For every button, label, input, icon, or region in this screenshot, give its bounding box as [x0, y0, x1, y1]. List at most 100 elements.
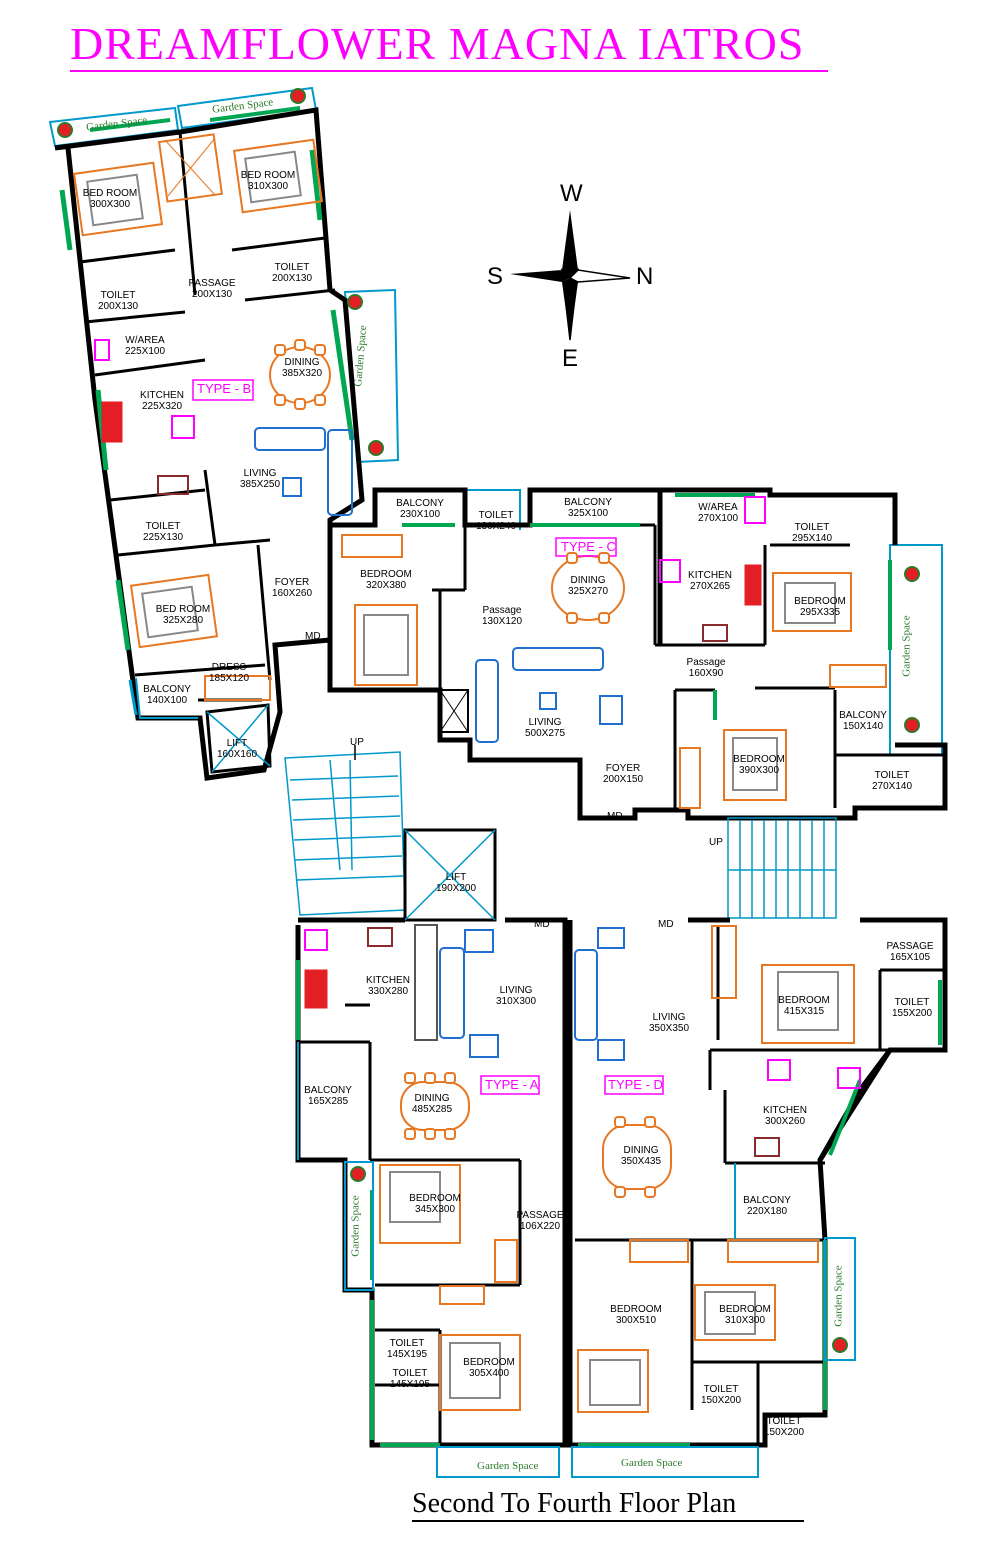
room-size: 160X90 — [688, 668, 724, 679]
room-name: BEDROOM — [360, 569, 412, 580]
room-size: 325X270 — [567, 586, 609, 597]
room-name: FOYER — [274, 577, 310, 588]
room-name: KITCHEN — [688, 570, 732, 581]
room-size: 310X300 — [724, 1315, 766, 1326]
room-name: DRESS — [211, 662, 247, 673]
room-size: 295X140 — [791, 533, 833, 544]
room-name: LIVING — [499, 985, 533, 996]
garden-label-6: Garden Space — [832, 1265, 845, 1327]
up-marker-1: UP — [350, 737, 364, 748]
room-size: 325X100 — [567, 508, 609, 519]
room-size: 345X300 — [414, 1204, 456, 1215]
room-size: 485X285 — [411, 1104, 453, 1115]
room-name: BEDROOM — [463, 1357, 515, 1368]
room-name: BEDROOM — [610, 1304, 662, 1315]
room-name: TOILET — [894, 997, 930, 1008]
room-size: 325X280 — [162, 615, 204, 626]
md-marker-4: MD — [658, 919, 674, 930]
room-size: 220X180 — [746, 1206, 788, 1217]
compass-n: N — [636, 263, 654, 290]
room-name: TOILET — [874, 770, 910, 781]
room-size: 350X435 — [620, 1156, 662, 1167]
room-name: TOILET — [392, 1368, 428, 1379]
room-size: 305X400 — [468, 1368, 510, 1379]
room-name: LIVING — [652, 1012, 686, 1023]
compass-rose — [510, 210, 631, 341]
up-marker-2: UP — [709, 837, 723, 848]
room-size: 150X200 — [763, 1427, 805, 1438]
room-name: PASSAGE — [516, 1210, 564, 1221]
type-b-label: TYPE - B — [197, 381, 252, 396]
type-c-label: TYPE - C — [561, 539, 616, 554]
room-size: 200X130 — [97, 301, 139, 312]
room-size: 150X140 — [842, 721, 884, 732]
room-name: W/AREA — [125, 335, 165, 346]
room-size: 165X105 — [889, 952, 931, 963]
room-name: BALCONY — [839, 710, 887, 721]
room-size: 165X285 — [307, 1096, 349, 1107]
md-marker-1: MD — [305, 631, 321, 642]
room-name: FOYER — [605, 763, 641, 774]
room-name: TOILET — [794, 522, 830, 533]
room-name: PASSAGE — [188, 278, 236, 289]
room-size: 300X300 — [89, 199, 131, 210]
room-size: 150X200 — [700, 1395, 742, 1406]
room-name: BALCONY — [564, 497, 612, 508]
room-name: DINING — [284, 357, 320, 368]
room-size: 415X315 — [783, 1006, 825, 1017]
md-marker-3: MD — [534, 919, 550, 930]
room-name: BEDROOM — [719, 1304, 771, 1315]
room-name: Passage — [686, 657, 726, 668]
room-name: TOILET — [478, 510, 514, 521]
room-name: KITCHEN — [763, 1105, 807, 1116]
room-size: 130X240 — [475, 521, 517, 532]
room-name: BALCONY — [396, 498, 444, 509]
room-name: LIFT — [226, 738, 248, 749]
room-size: 185X120 — [208, 673, 250, 684]
room-size: 190X200 — [435, 883, 477, 894]
room-size: 130X120 — [481, 616, 523, 627]
room-size: 390X300 — [738, 765, 780, 776]
room-size: 160X260 — [271, 588, 313, 599]
room-name: BEDROOM — [733, 754, 785, 765]
room-name: TOILET — [703, 1384, 739, 1395]
room-name: DINING — [623, 1145, 659, 1156]
footer-caption: Second To Fourth Floor Plan — [412, 1488, 737, 1519]
dining-chairs — [274, 339, 656, 1198]
room-name: BEDROOM — [778, 995, 830, 1006]
room-size: 350X350 — [648, 1023, 690, 1034]
title-underline — [70, 70, 828, 72]
room-size: 385X320 — [281, 368, 323, 379]
footer-underline — [412, 1520, 804, 1522]
compass-w: W — [560, 180, 583, 207]
room-name: BALCONY — [743, 1195, 791, 1206]
lift-shaft — [205, 703, 497, 922]
room-name: DINING — [570, 575, 606, 586]
room-size: 330X280 — [367, 986, 409, 997]
room-size: 310X300 — [247, 181, 289, 192]
room-size: 155X200 — [891, 1008, 933, 1019]
room-name: PASSAGE — [886, 941, 934, 952]
garden-label-8: Garden Space — [621, 1457, 683, 1469]
